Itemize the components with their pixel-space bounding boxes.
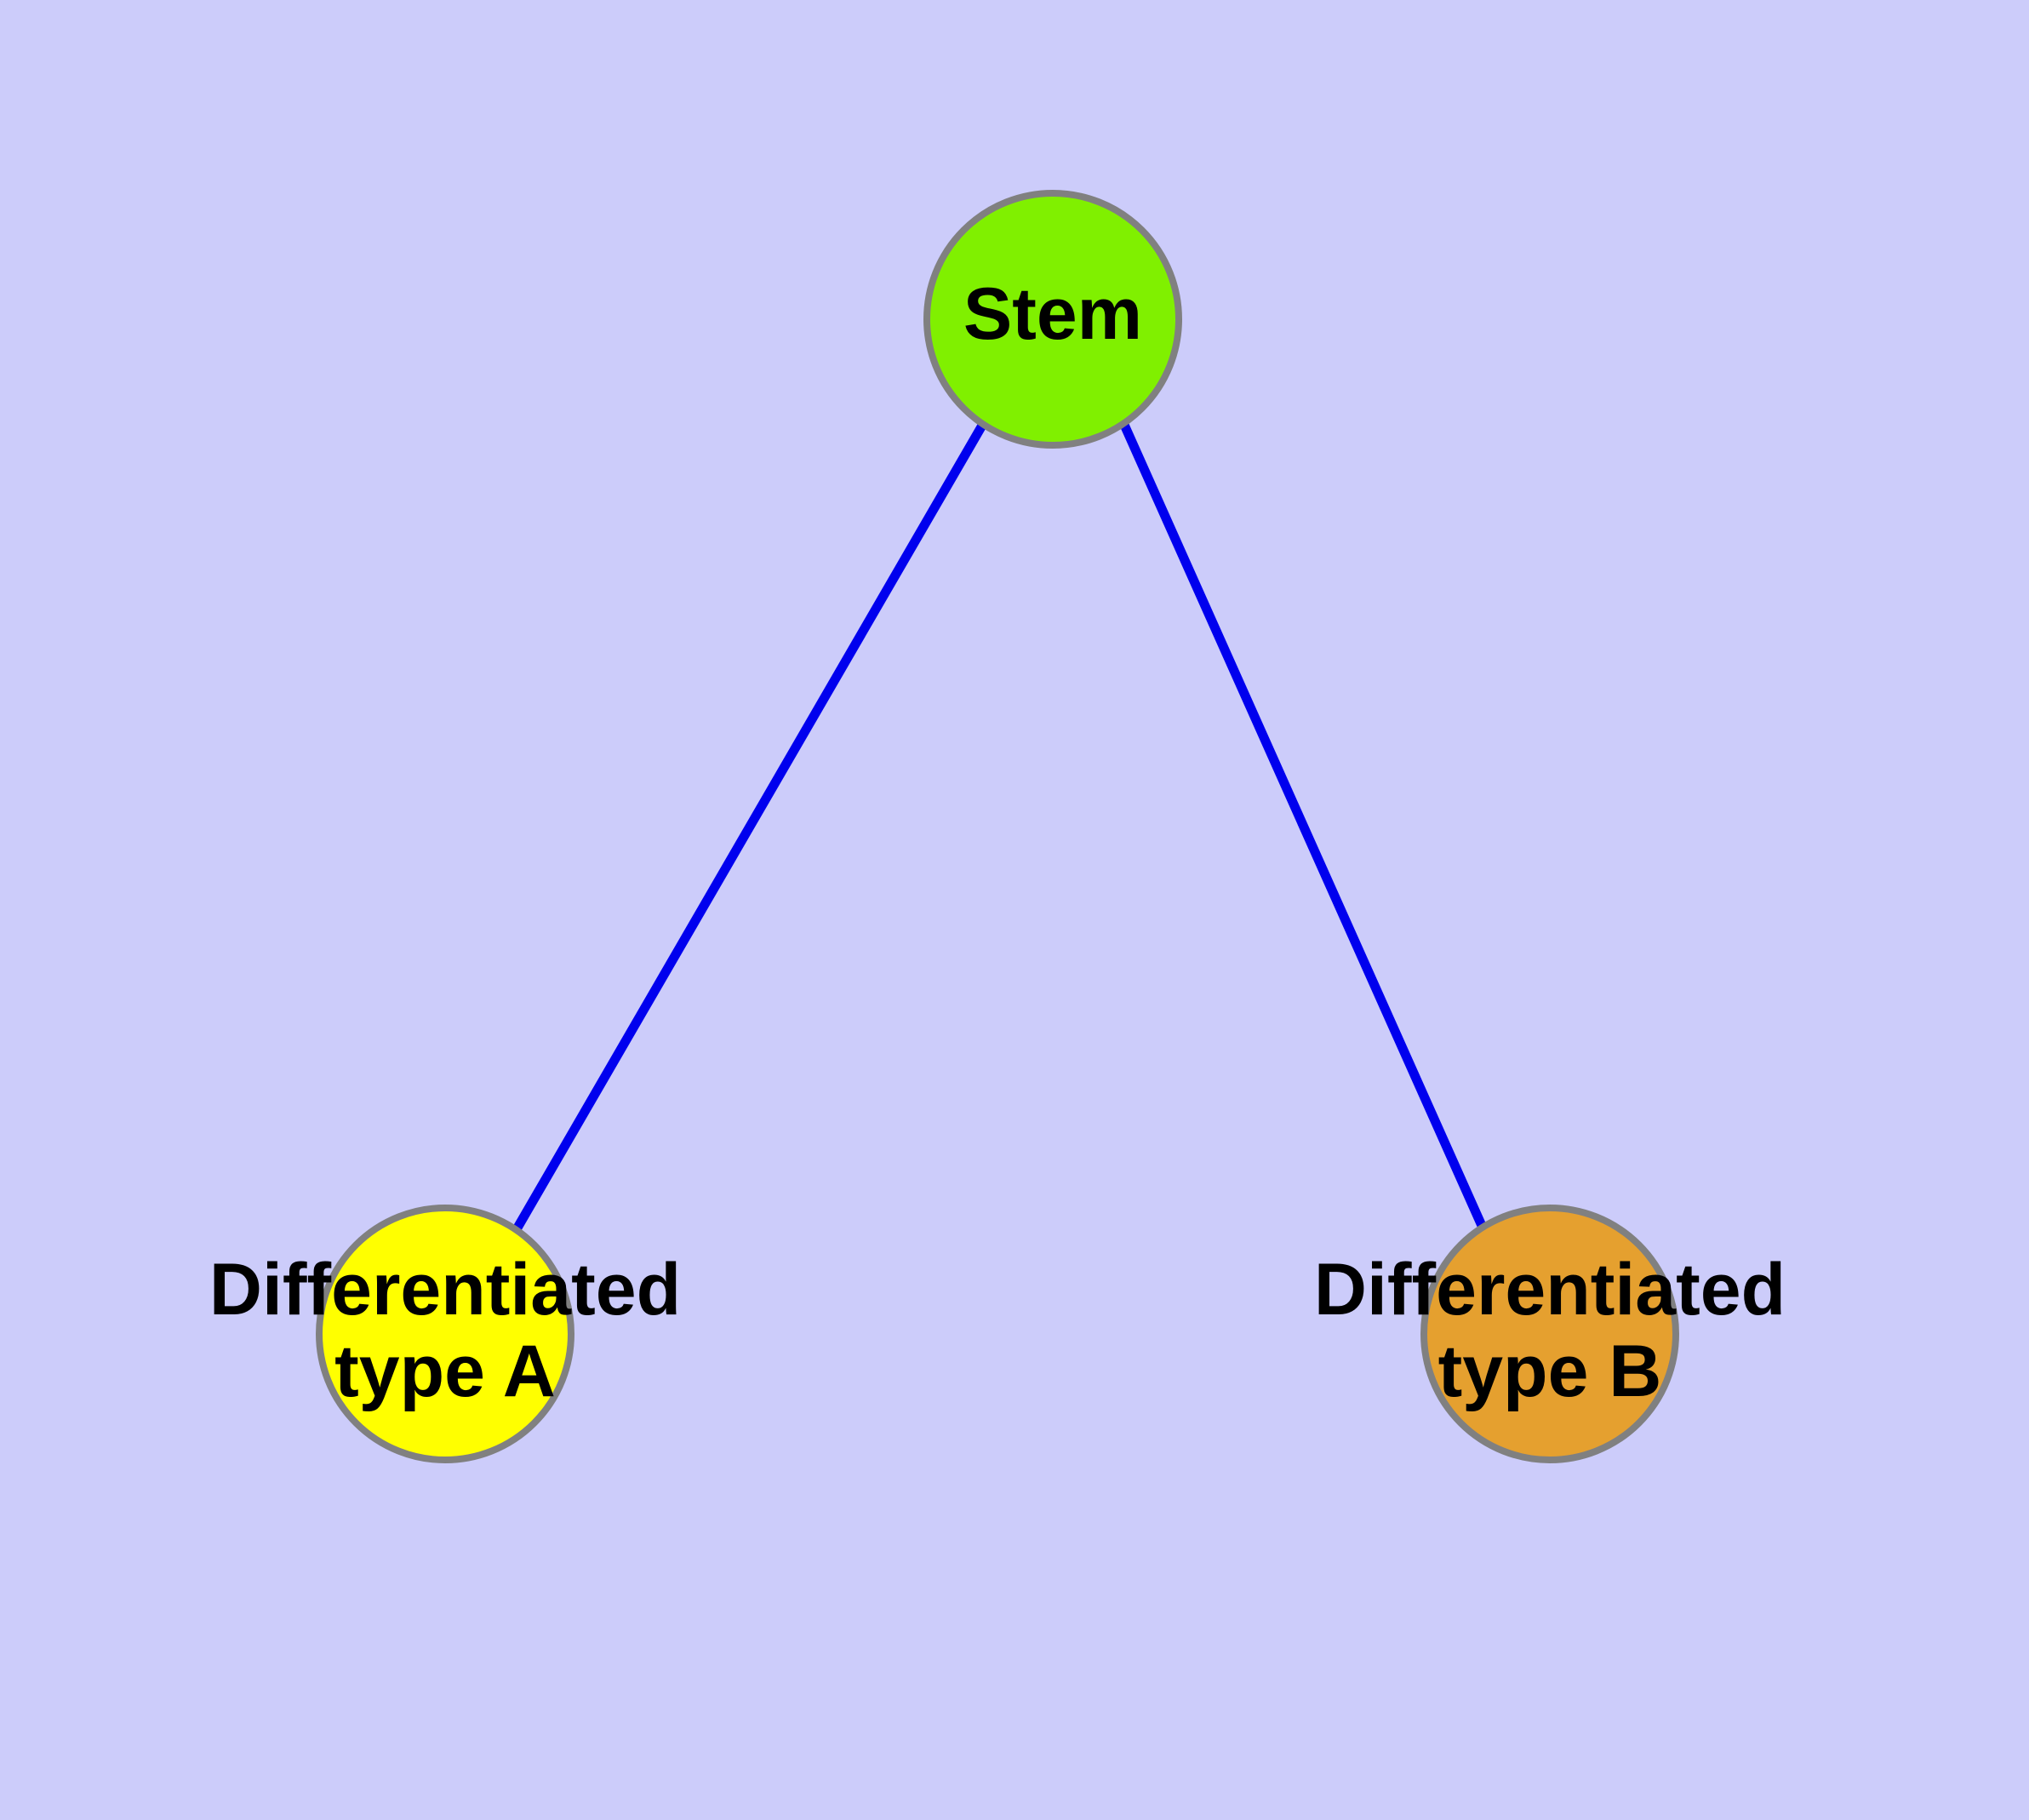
node-label-line: Differentiated xyxy=(209,1249,681,1331)
node-label-stem: Stem xyxy=(963,273,1142,355)
node-label-line: type B xyxy=(1438,1331,1662,1412)
edges-layer xyxy=(512,421,1488,1232)
edge-stem-diff-b xyxy=(1119,422,1488,1230)
nodes-layer xyxy=(316,190,1679,1463)
node-circle-diff_b[interactable] xyxy=(1420,1205,1679,1463)
node-label-line: type A xyxy=(334,1331,556,1412)
edge-stem-diff-a xyxy=(512,421,987,1232)
node-label-line: Differentiated xyxy=(1314,1249,1786,1331)
node-label-line: Stem xyxy=(963,273,1142,355)
node-circle-diff_a[interactable] xyxy=(316,1205,574,1463)
node-circle-stem[interactable] xyxy=(923,190,1182,449)
